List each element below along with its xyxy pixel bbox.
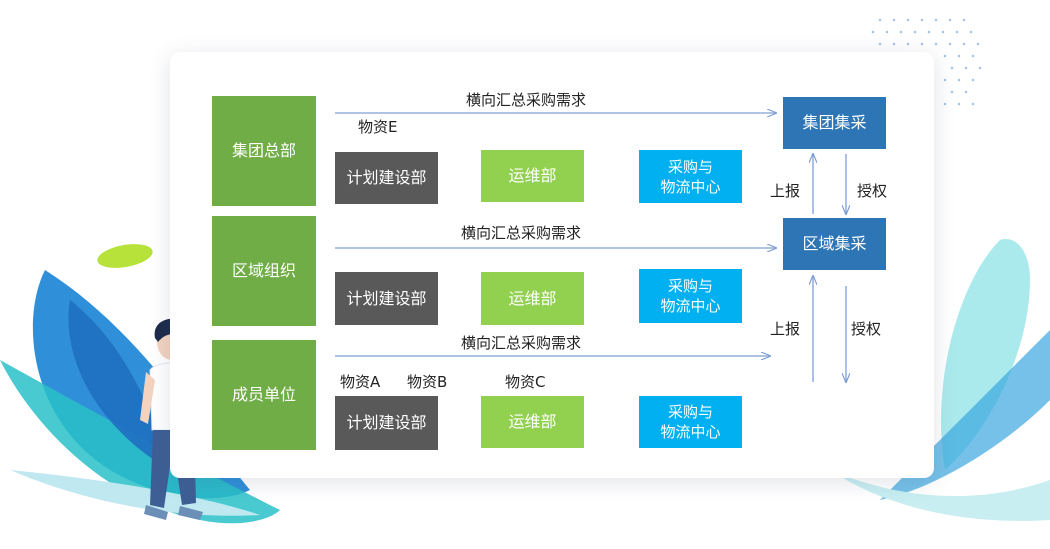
dept-procurement-logistics-row-1: 采购与 物流中心 — [639, 150, 742, 203]
flow-label-row-3: 横向汇总采购需求 — [461, 334, 582, 352]
org-box-regional: 区域组织 — [212, 216, 316, 326]
authorize-label-lower: 授权 — [851, 320, 882, 338]
leaf-shape — [68, 300, 170, 470]
leaf-shape — [830, 470, 1050, 521]
group-procurement-box: 集团集采 — [783, 97, 886, 149]
authorize-label-upper: 授权 — [857, 182, 888, 200]
dept-planning-row-1: 计划建设部 — [335, 152, 438, 204]
regional-procurement-box: 区域集采 — [783, 218, 886, 270]
org-box-member-unit: 成员单位 — [212, 340, 316, 450]
dept-procurement-logistics-row-3: 采购与 物流中心 — [639, 396, 742, 448]
material-label-a: 物资A — [340, 373, 381, 391]
dept-operations-row-3: 运维部 — [481, 396, 584, 448]
org-procurement-diagram: 集团总部 区域组织 成员单位 横向汇总采购需求 横向汇总采购需求 横向汇总采购需… — [170, 52, 934, 478]
dept-operations-row-2: 运维部 — [481, 272, 584, 325]
dept-planning-row-3: 计划建设部 — [335, 396, 438, 450]
material-label-b: 物资B — [407, 373, 448, 391]
org-box-group-hq: 集团总部 — [212, 96, 316, 206]
dept-planning-row-2: 计划建设部 — [335, 272, 438, 325]
diagram-arrows — [335, 52, 934, 478]
leaf-shape — [941, 239, 1030, 470]
material-label-e: 物资E — [358, 118, 398, 136]
leaf-shape — [97, 244, 153, 268]
report-label-upper: 上报 — [770, 182, 801, 200]
leaf-shape — [880, 330, 1050, 500]
report-label-lower: 上报 — [770, 320, 801, 338]
dept-operations-row-1: 运维部 — [481, 150, 584, 202]
leaf-shape — [10, 470, 260, 516]
flow-label-row-2: 横向汇总采购需求 — [461, 224, 582, 242]
flow-label-row-1: 横向汇总采购需求 — [466, 91, 587, 109]
dot-grid-decoration — [871, 18, 982, 106]
material-label-c: 物资C — [505, 373, 546, 391]
dept-procurement-logistics-row-2: 采购与 物流中心 — [639, 269, 742, 323]
